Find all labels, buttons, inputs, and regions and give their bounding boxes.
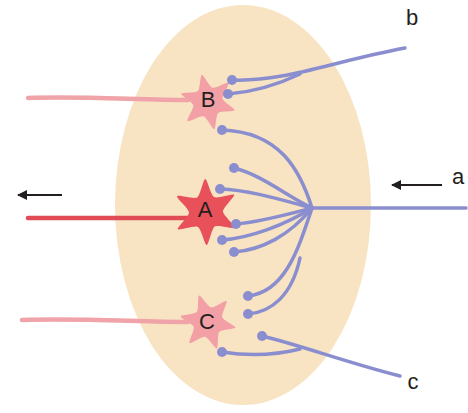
synaptic-terminal [217,125,227,135]
neuron-label: a [452,166,464,188]
synaptic-terminal [215,184,225,194]
axon [28,97,188,100]
direction-arrow [18,194,62,196]
synaptic-terminal [223,89,233,99]
neuron-label: c [408,371,419,393]
input-fibre [310,206,466,210]
cell-body [181,75,235,130]
synaptic-terminal [229,163,239,173]
axon [28,216,188,221]
cell-body [181,295,236,348]
input-fibre [232,48,405,80]
synaptic-terminal [243,309,253,319]
neuron-label: A [198,199,213,221]
synaptic-terminal [217,347,227,357]
input-fibre [222,349,300,355]
neuron-label: B [201,89,216,111]
synaptic-terminal [257,331,267,341]
direction-arrow [392,184,442,186]
neuron-label: C [199,311,215,333]
synaptic-terminal [231,219,241,229]
input-fibre [262,336,400,376]
synaptic-terminal [227,75,237,85]
input-fibre [220,189,312,208]
input-fibre [234,168,312,208]
synaptic-terminal [217,235,227,245]
input-fibre [222,130,312,208]
neuron-label: b [406,7,418,29]
synaptic-terminal [229,247,239,257]
synaptic-terminal [243,291,253,301]
input-fibre [248,208,312,296]
axon [22,319,188,322]
input-fibre [248,258,300,314]
input-fibre [228,74,300,94]
